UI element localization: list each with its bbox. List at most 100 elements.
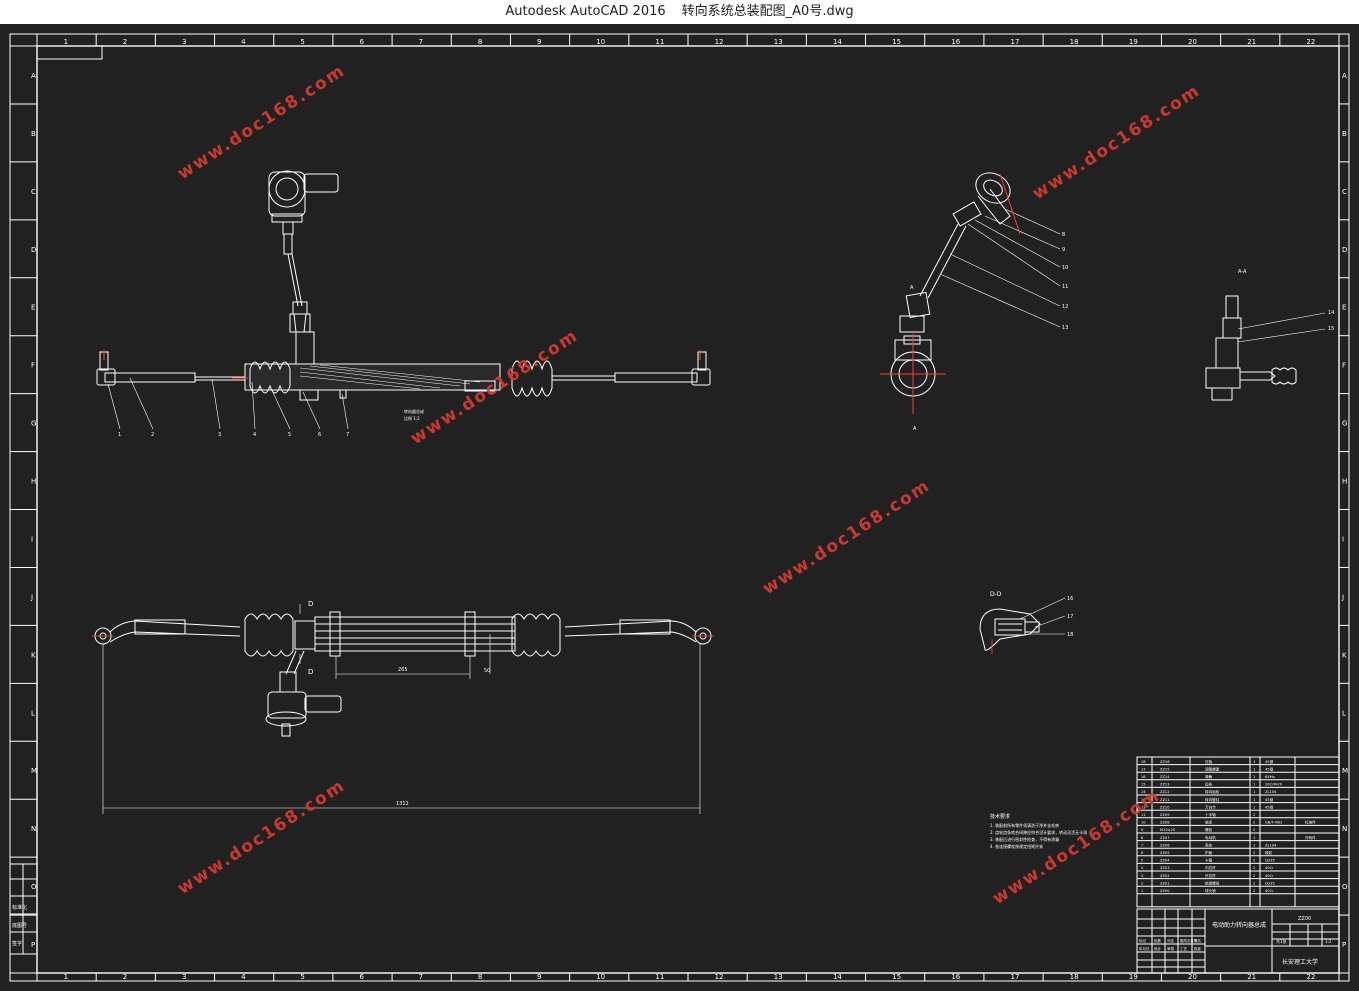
column-label-bottom-7: 7 bbox=[419, 973, 423, 981]
bom-no: 5 bbox=[1141, 859, 1143, 863]
bom-code: ZZ08 bbox=[1160, 821, 1170, 825]
column-label-14: 14 bbox=[833, 38, 842, 46]
bom-qty: 2 bbox=[1253, 881, 1255, 885]
column-label-1: 1 bbox=[64, 38, 68, 46]
column-label-22: 22 bbox=[1306, 38, 1315, 46]
left-margin-table bbox=[9, 863, 38, 955]
row-zone-ticks bbox=[10, 45, 1349, 974]
drawing-svg[interactable]: 1122334455667788991010111112121313141415… bbox=[0, 24, 1359, 991]
bom-qty: 2 bbox=[1253, 889, 1255, 893]
bom-code: ZZ13 bbox=[1160, 783, 1170, 787]
column-label-bottom-17: 17 bbox=[1011, 973, 1020, 981]
column-label-bottom-2: 2 bbox=[123, 973, 127, 981]
bom-code: ZZ07 bbox=[1160, 836, 1170, 840]
column-zone-ticks bbox=[36, 34, 1340, 981]
row-label-right-N: N bbox=[1342, 825, 1347, 833]
bom-name: 壳体 bbox=[1205, 842, 1213, 847]
bom-qty: 1 bbox=[1253, 767, 1255, 771]
margin-label-0: 标准化 bbox=[12, 904, 27, 911]
bom-note: 外购件 bbox=[1305, 835, 1316, 840]
bom-material: 45钢 bbox=[1265, 804, 1274, 809]
bom-code: ZZ03 bbox=[1160, 866, 1170, 870]
bom-name: 卡箍 bbox=[1205, 858, 1213, 863]
column-label-6: 6 bbox=[360, 38, 365, 46]
bom-qty: 1 bbox=[1253, 760, 1255, 764]
row-label-J: J bbox=[30, 593, 33, 601]
main-front-view[interactable] bbox=[96, 170, 711, 430]
bom-material: 65Mn bbox=[1265, 775, 1275, 779]
row-label-right-F: F bbox=[1342, 362, 1346, 370]
row-label-B: B bbox=[31, 130, 36, 138]
bom-name: 外拉杆 bbox=[1205, 873, 1216, 878]
bom-material: 45钢 bbox=[1265, 766, 1274, 771]
bom-qty: 2 bbox=[1253, 859, 1255, 863]
title-block-label: 批准 bbox=[1194, 946, 1202, 951]
cut-label-d-top: D bbox=[308, 600, 313, 608]
row-label-N: N bbox=[31, 825, 36, 833]
bom-qty: 2 bbox=[1253, 828, 1255, 832]
bom-qty: 2 bbox=[1253, 851, 1255, 855]
row-label-right-K: K bbox=[1342, 651, 1347, 659]
bom-name: 轴承 bbox=[1205, 820, 1213, 825]
balloon-5: 5 bbox=[288, 432, 291, 438]
title-block-label: 处数 bbox=[1154, 938, 1162, 943]
bom-qty: 2 bbox=[1253, 821, 1255, 825]
bom-material: 45钢 bbox=[1265, 759, 1274, 764]
column-label-3: 3 bbox=[182, 38, 186, 46]
bom-no: 16 bbox=[1141, 775, 1146, 779]
bom-no: 7 bbox=[1141, 843, 1143, 847]
column-label-13: 13 bbox=[774, 38, 783, 46]
title-block-label: 工艺 bbox=[1180, 946, 1188, 951]
balloon-15: 15 bbox=[1328, 326, 1334, 332]
row-label-H: H bbox=[31, 478, 36, 486]
plan-view[interactable] bbox=[94, 604, 712, 814]
row-label-right-P: P bbox=[1342, 941, 1346, 949]
bom-no: 18 bbox=[1141, 760, 1146, 764]
bom-code: ZZ12 bbox=[1160, 790, 1170, 794]
bom-qty: 1 bbox=[1253, 790, 1255, 794]
section-dd-view[interactable] bbox=[979, 597, 1066, 651]
bom-code: ZZ02 bbox=[1160, 874, 1170, 878]
section-aa-view[interactable] bbox=[1205, 295, 1326, 401]
balloon-8: 8 bbox=[1062, 232, 1065, 238]
bom-name: 调整螺塞 bbox=[1205, 766, 1220, 771]
row-label-G: G bbox=[31, 420, 36, 428]
column-label-9: 9 bbox=[537, 38, 541, 46]
margin-label-2: 签字 bbox=[12, 940, 22, 947]
title-block-label: 年月日 bbox=[1139, 946, 1150, 951]
bom-no: 1 bbox=[1141, 889, 1143, 893]
row-label-D: D bbox=[31, 246, 36, 254]
tech-req-item-2: 3. 装配后进行密封性检查，不得有渗漏 bbox=[990, 836, 1059, 842]
bom-no: 11 bbox=[1141, 813, 1146, 817]
column-label-2: 2 bbox=[123, 38, 127, 46]
column-label-bottom-19: 19 bbox=[1129, 973, 1138, 981]
row-label-right-C: C bbox=[1342, 188, 1347, 196]
title-scale: 1:2 bbox=[1325, 939, 1332, 944]
file-name: 转向系统总装配图_A0号.dwg bbox=[681, 4, 854, 19]
row-label-right-J: J bbox=[1341, 593, 1344, 601]
title-block[interactable] bbox=[1136, 908, 1340, 974]
title-block-label: 设计 bbox=[1154, 946, 1162, 951]
bom-material: Q235 bbox=[1265, 859, 1275, 863]
column-label-bottom-4: 4 bbox=[241, 973, 246, 981]
side-view[interactable] bbox=[890, 167, 1061, 397]
column-label-19: 19 bbox=[1129, 38, 1138, 46]
bom-name: 内拉杆 bbox=[1205, 865, 1216, 870]
bom-code: ZZ11 bbox=[1160, 798, 1170, 802]
column-label-18: 18 bbox=[1070, 38, 1079, 46]
bom-no: 10 bbox=[1141, 821, 1146, 825]
row-label-C: C bbox=[31, 188, 36, 196]
column-label-bottom-5: 5 bbox=[300, 973, 304, 981]
bom-material: ZL104 bbox=[1265, 843, 1277, 847]
